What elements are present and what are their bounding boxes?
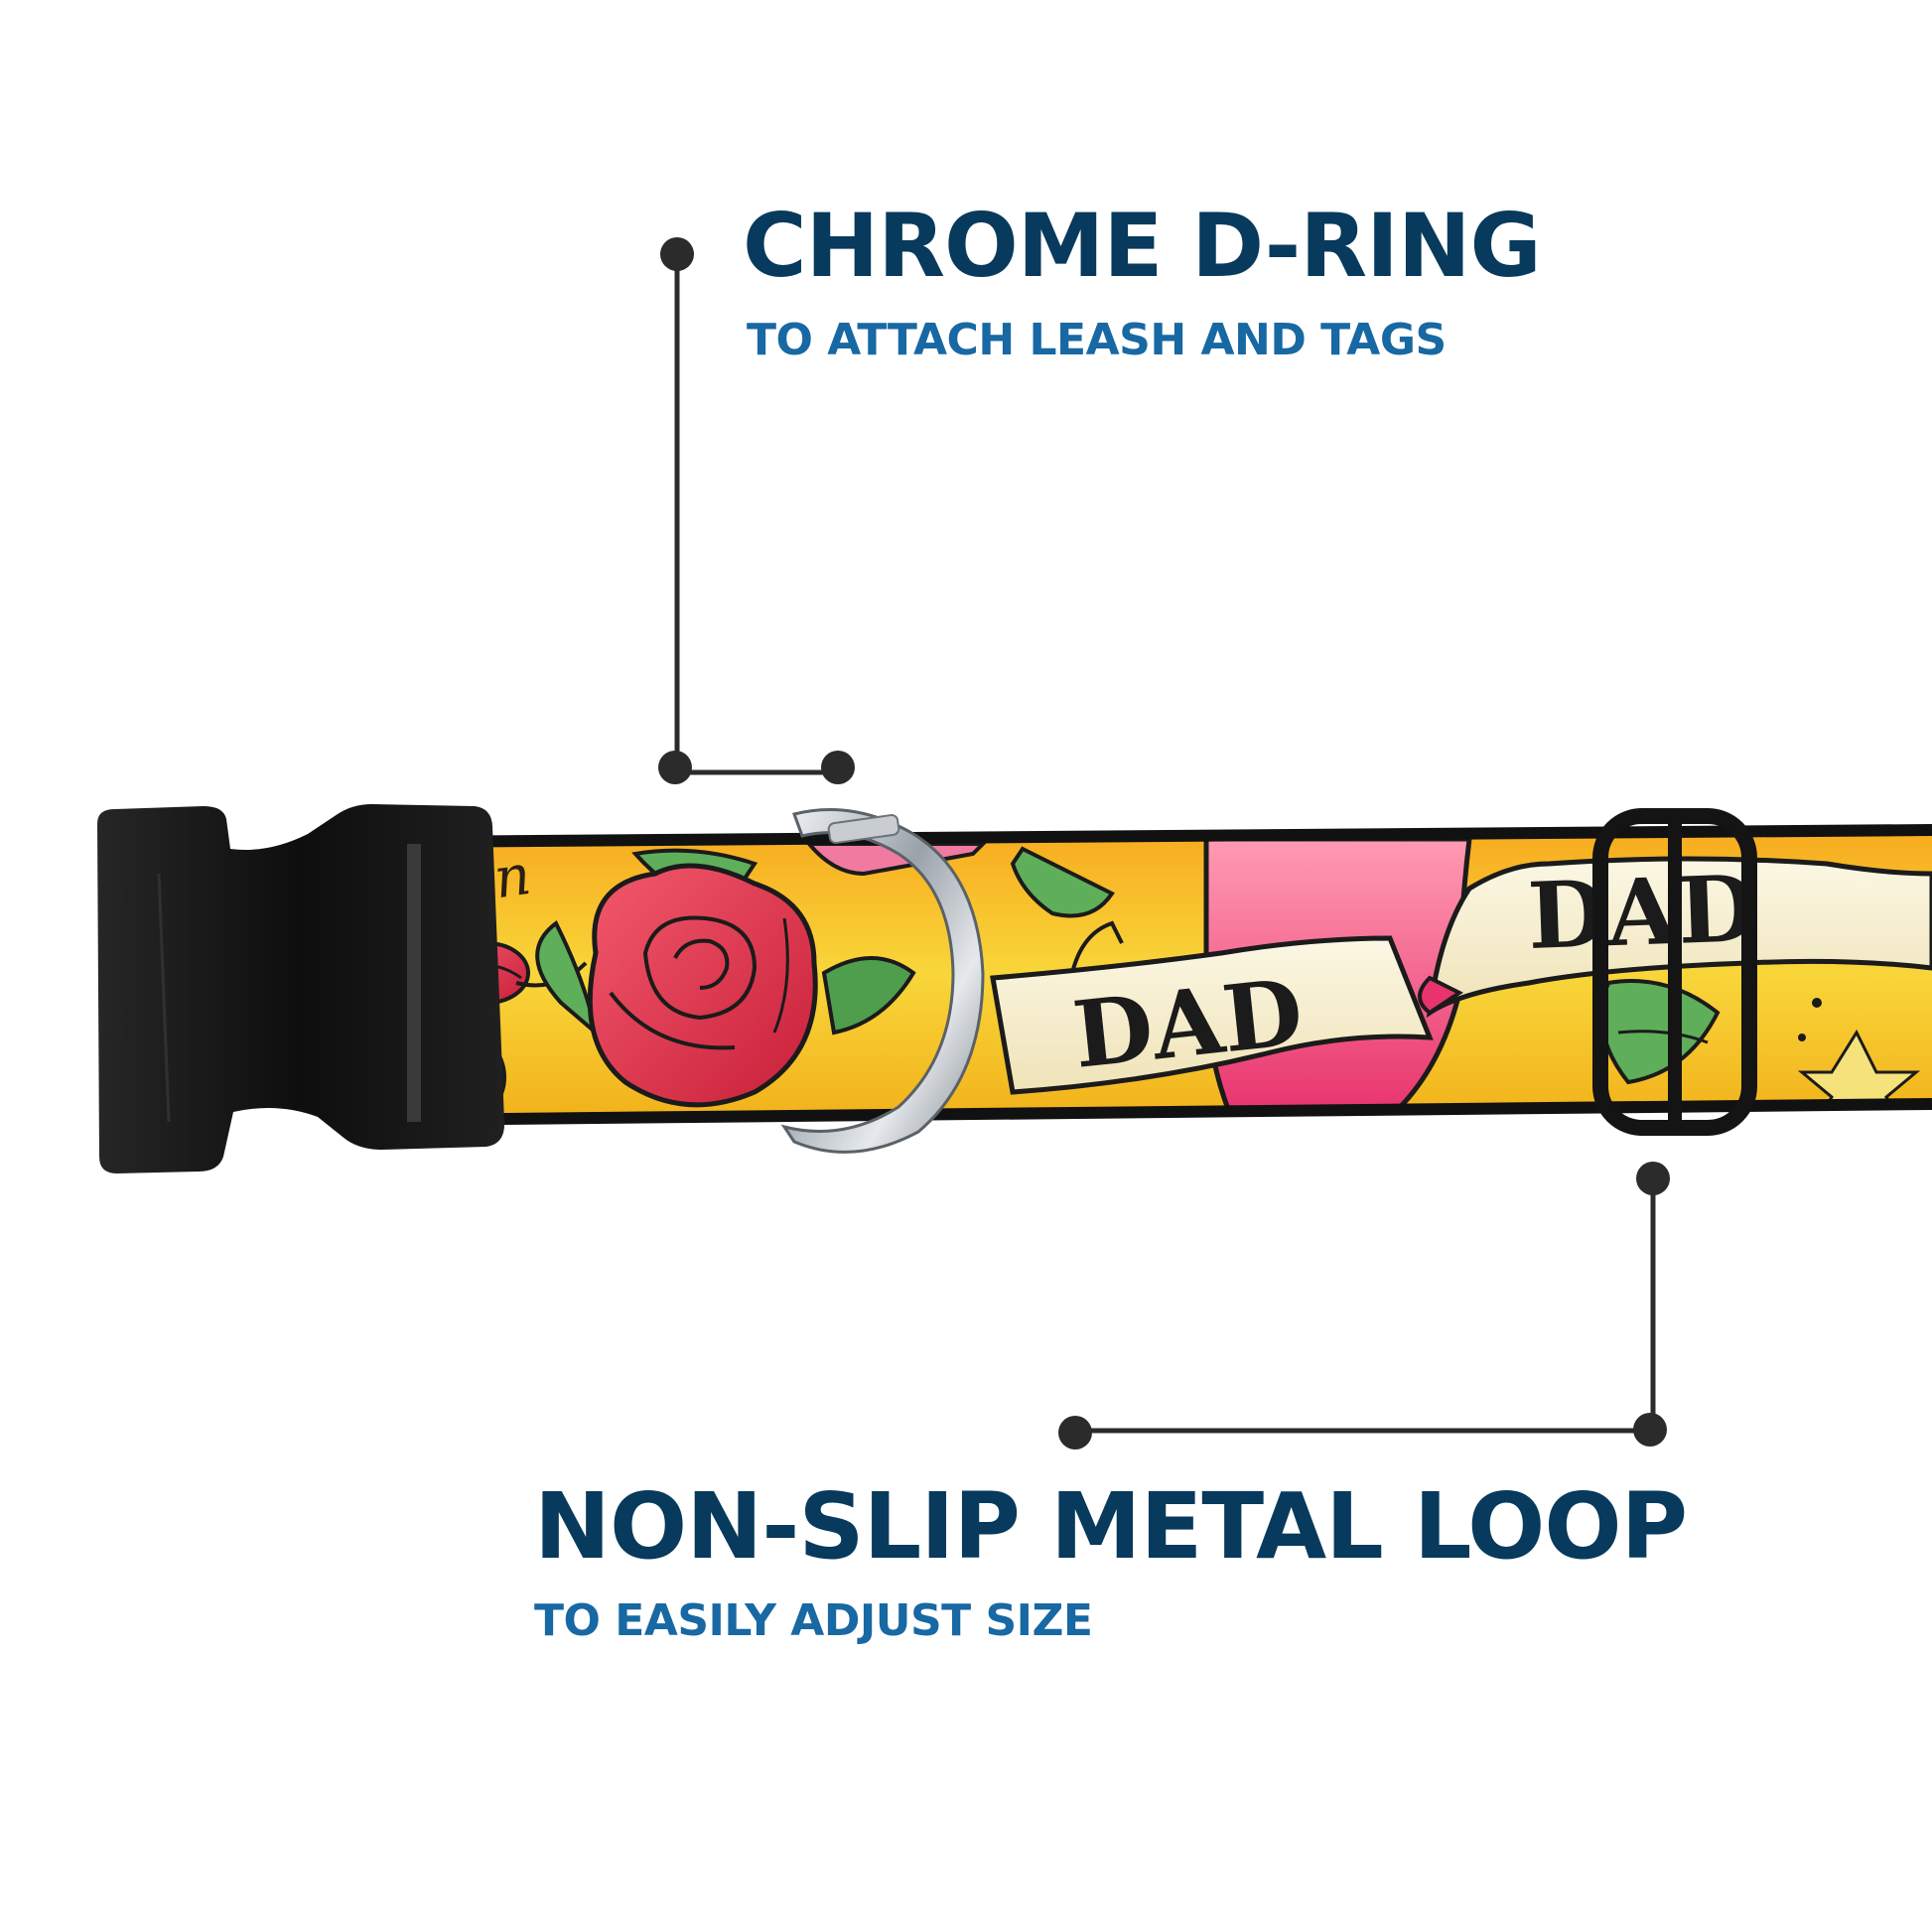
leader-dot: [1636, 1162, 1670, 1195]
leader-dot: [658, 751, 692, 784]
rose-illustration: [535, 848, 916, 1108]
leader-dot: [1633, 1413, 1667, 1447]
dring-leader: [658, 237, 855, 784]
loop-leader: [1058, 1162, 1670, 1449]
dring-feature-title: CHROME D-RING: [743, 195, 1542, 297]
leader-dot: [821, 751, 855, 784]
loop-feature-title: NON-SLIP METAL LOOP: [534, 1473, 1688, 1580]
leader-dot: [660, 237, 694, 271]
banner-lower: DAD: [990, 935, 1434, 1095]
adjustment-slider: [1592, 808, 1757, 1136]
leader-dot: [1058, 1416, 1092, 1449]
collar-strap: swn: [406, 824, 1932, 1126]
d-ring: [780, 808, 985, 1154]
dring-feature-subtitle: TO ATTACH LEASH AND TAGS: [747, 315, 1447, 365]
banner-word-dad: DAD: [1526, 855, 1759, 970]
loop-feature-subtitle: TO EASILY ADJUST SIZE: [534, 1595, 1093, 1646]
banner-word-dad: DAD: [1068, 958, 1308, 1089]
side-release-buckle: [97, 804, 505, 1173]
